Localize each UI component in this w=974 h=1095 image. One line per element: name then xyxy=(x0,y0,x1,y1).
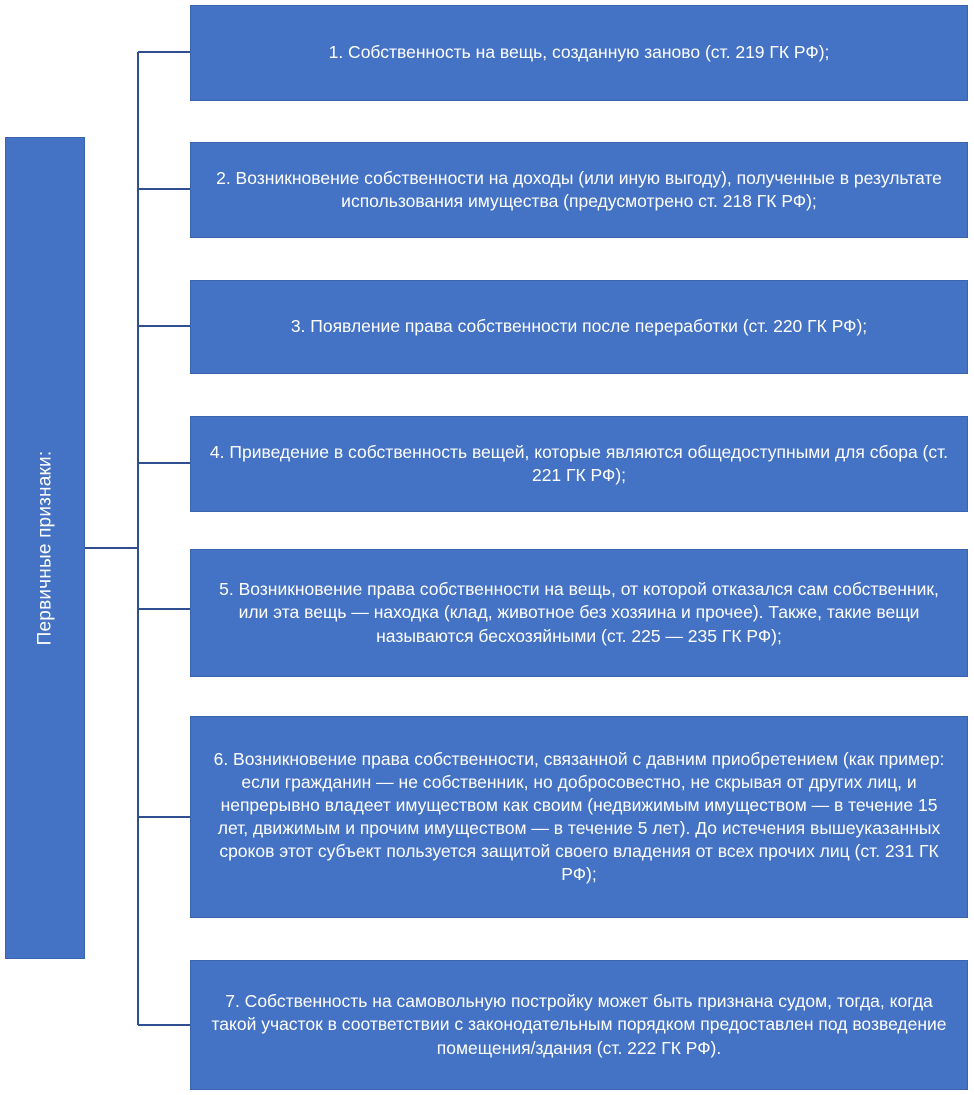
item-box-7: 7. Собственность на самовольную постройк… xyxy=(190,960,968,1090)
item-box-4: 4. Приведение в собственность вещей, кот… xyxy=(190,416,968,512)
item-box-5: 5. Возникновение права собственности на … xyxy=(190,549,968,677)
root-label: Первичные признаки: xyxy=(34,450,56,646)
item-box-6: 6. Возникновение права собственности, св… xyxy=(190,716,968,918)
item-box-1: 1. Собственность на вещь, созданную зано… xyxy=(190,5,968,101)
item-box-2: 2. Возникновение собственности на доходы… xyxy=(190,142,968,238)
root-node: Первичные признаки: xyxy=(5,137,85,959)
item-box-3: 3. Появление права собственности после п… xyxy=(190,280,968,374)
